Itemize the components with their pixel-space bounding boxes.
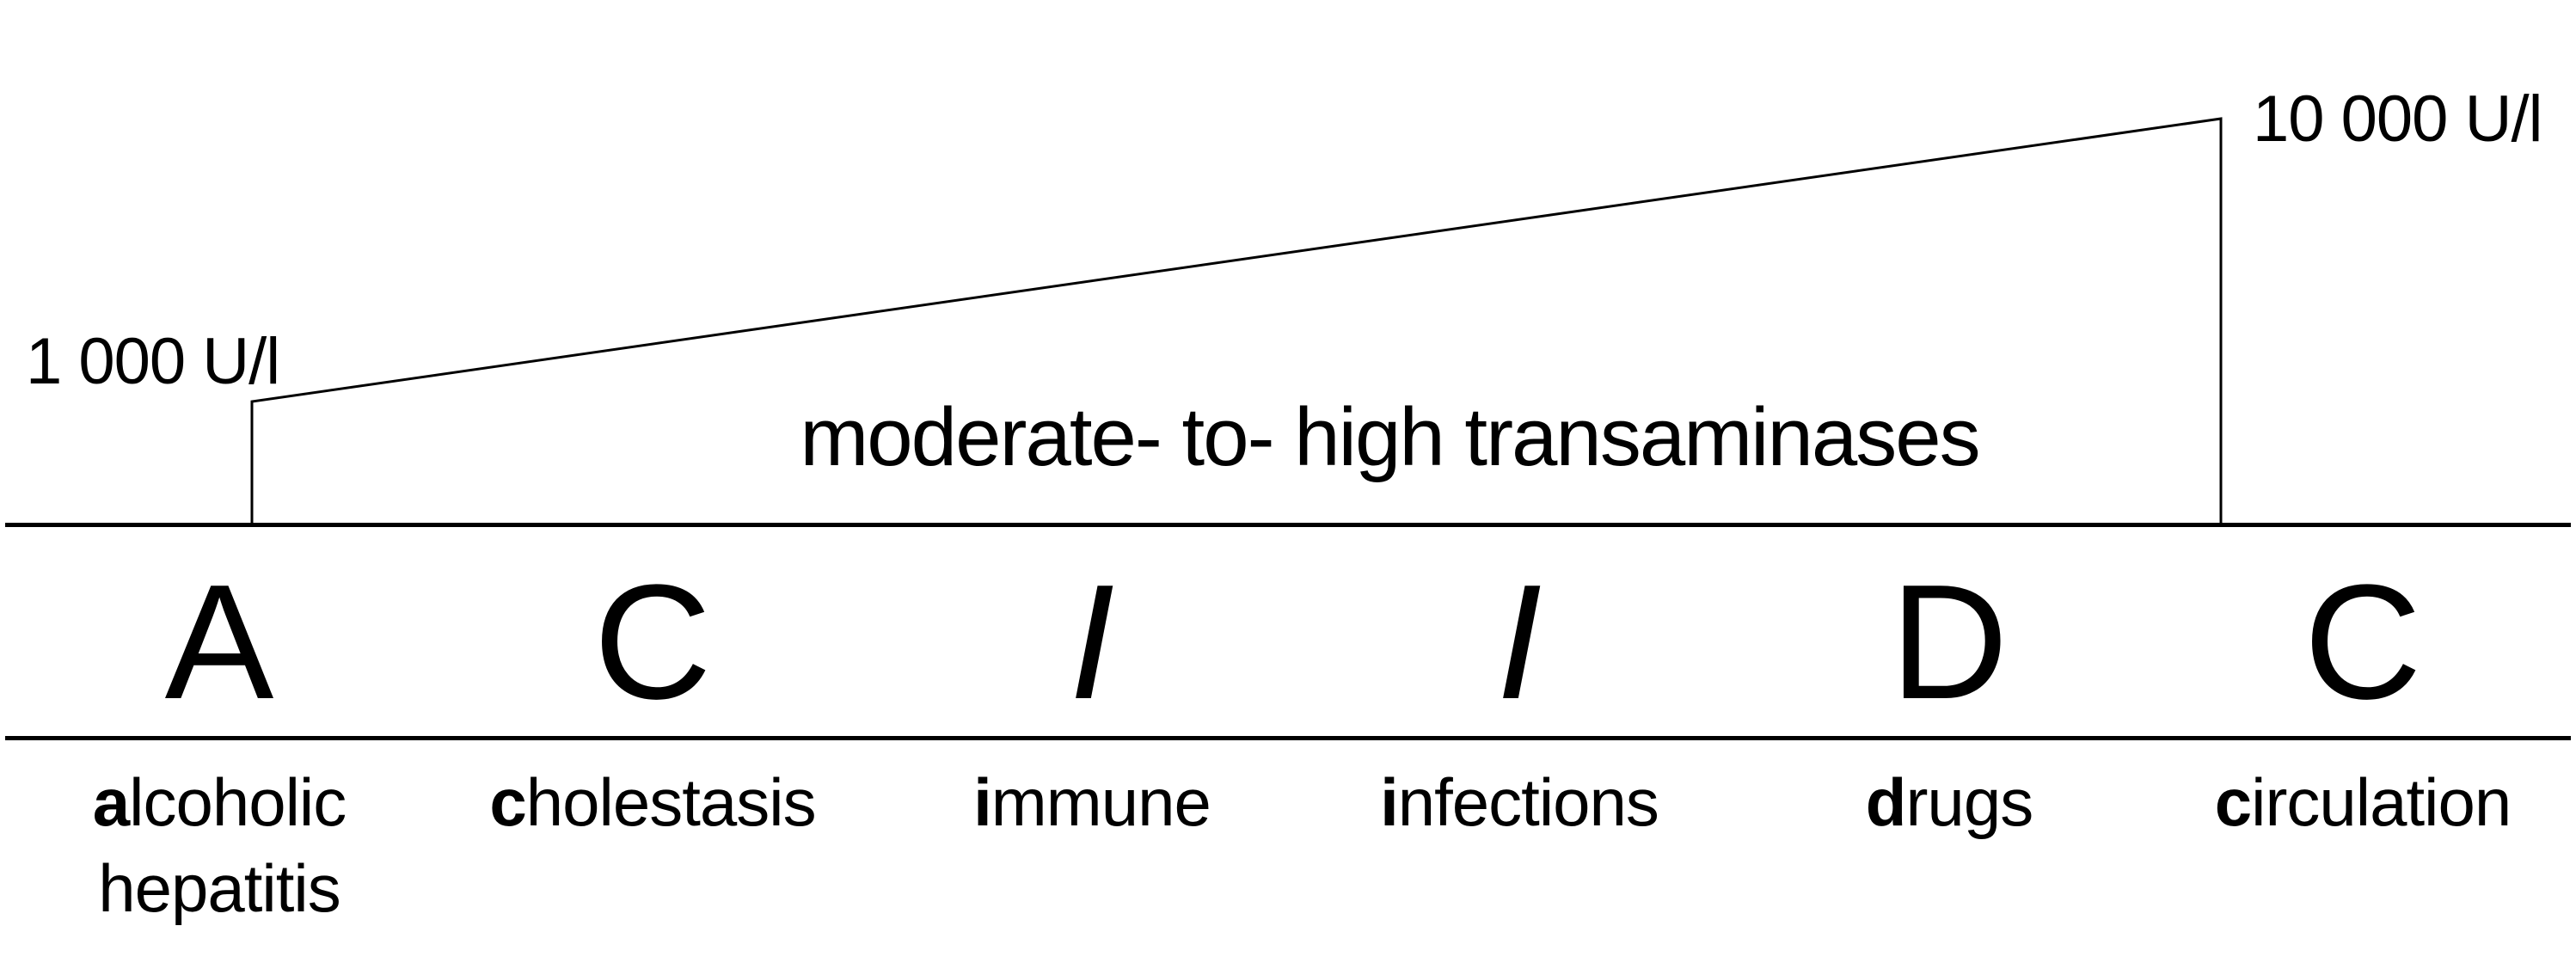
label-initial: i — [1380, 764, 1399, 840]
label-immune: immune — [973, 759, 1211, 845]
left-scale-value: 1 000 U/l — [26, 325, 280, 398]
label-rest: lcoholic — [129, 764, 347, 840]
label-initial: d — [1865, 764, 1907, 840]
right-scale-value: 10 000 U/l — [2253, 83, 2542, 156]
letters-top-rule — [5, 523, 2571, 527]
label-alcoholic-hepatitis: alcoholic hepatitis — [93, 759, 347, 931]
label-initial: c — [489, 764, 526, 840]
label-rest: mmune — [991, 764, 1211, 840]
rise-polyline — [250, 117, 2223, 524]
label-initial: c — [2214, 764, 2252, 840]
mnemonic-letter-a: A — [164, 551, 274, 733]
mnemonic-letter-i1: I — [1069, 551, 1115, 733]
mnemonic-letter-i2: I — [1496, 551, 1543, 733]
label-initial: i — [973, 764, 992, 840]
label-rest: nfections — [1397, 764, 1659, 840]
mnemonic-letter-d: D — [1890, 551, 2009, 733]
label-line1: alcoholic — [93, 759, 347, 845]
label-rest: irculation — [2251, 764, 2512, 840]
mnemonic-letter-c1: C — [593, 551, 712, 733]
label-cholestasis: cholestasis — [489, 759, 817, 845]
label-initial: a — [92, 764, 130, 840]
label-drugs: drugs — [1866, 759, 2033, 845]
label-infections: infections — [1380, 759, 1659, 845]
band-label: moderate- to- high transaminases — [800, 391, 1980, 483]
mnemonic-letter-c2: C — [2303, 551, 2422, 733]
label-circulation: circulation — [2215, 759, 2512, 845]
label-rest: rugs — [1905, 764, 2033, 840]
label-rest: holestasis — [525, 764, 817, 840]
label-line2: hepatitis — [98, 850, 341, 926]
letters-bottom-rule — [5, 736, 2571, 740]
